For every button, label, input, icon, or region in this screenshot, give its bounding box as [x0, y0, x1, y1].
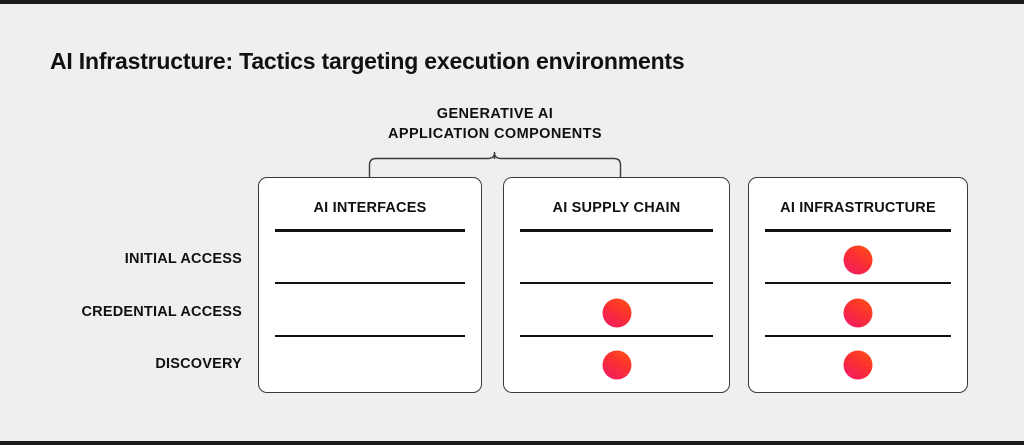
- diagram-canvas: AI Infrastructure: Tactics targeting exe…: [0, 4, 1024, 441]
- row-separator-1: [275, 282, 465, 284]
- column-header-ai-supply-chain: AI SUPPLY CHAIN: [552, 200, 681, 216]
- column-card-ai-infrastructure[interactable]: AI INFRASTRUCTURE: [748, 177, 968, 393]
- marker-dot-infrastructure-discovery: [843, 350, 873, 380]
- row-separator-2: [520, 335, 713, 337]
- row-separator-2: [765, 335, 951, 337]
- column-card-ai-supply-chain[interactable]: AI SUPPLY CHAIN: [503, 177, 730, 393]
- group-caption: GENERATIVE AI APPLICATION COMPONENTS: [320, 104, 670, 144]
- row-label-credential-access: CREDENTIAL ACCESS: [81, 304, 242, 320]
- group-caption-line-2: APPLICATION COMPONENTS: [388, 126, 602, 142]
- column-card-ai-interfaces[interactable]: AI INTERFACES: [258, 177, 482, 393]
- group-bracket-icon: [368, 152, 622, 183]
- row-label-initial-access: INITIAL ACCESS: [124, 251, 242, 267]
- group-bracket: [368, 152, 622, 184]
- row-label-column: INITIAL ACCESS CREDENTIAL ACCESS DISCOVE…: [0, 177, 242, 393]
- marker-dot-infrastructure-initial-access: [843, 245, 873, 275]
- row-separator-2: [275, 335, 465, 337]
- page-title: AI Infrastructure: Tactics targeting exe…: [50, 48, 685, 74]
- group-caption-line-1: GENERATIVE AI: [436, 106, 554, 122]
- column-header-ai-interfaces: AI INTERFACES: [313, 200, 427, 216]
- matrix-columns: AI INTERFACES AI SUPPLY CHAIN AI INFRAST…: [258, 177, 968, 393]
- column-header-rule: [520, 229, 713, 232]
- marker-dot-infrastructure-credential-access: [843, 298, 873, 328]
- column-header-rule: [275, 229, 465, 232]
- row-label-discovery: DISCOVERY: [155, 356, 242, 372]
- column-header-rule: [765, 229, 951, 232]
- row-separator-1: [520, 282, 713, 284]
- row-separator-1: [765, 282, 951, 284]
- marker-dot-supply-chain-credential-access: [602, 298, 631, 328]
- marker-dot-supply-chain-discovery: [602, 350, 631, 380]
- column-header-ai-infrastructure: AI INFRASTRUCTURE: [780, 200, 936, 216]
